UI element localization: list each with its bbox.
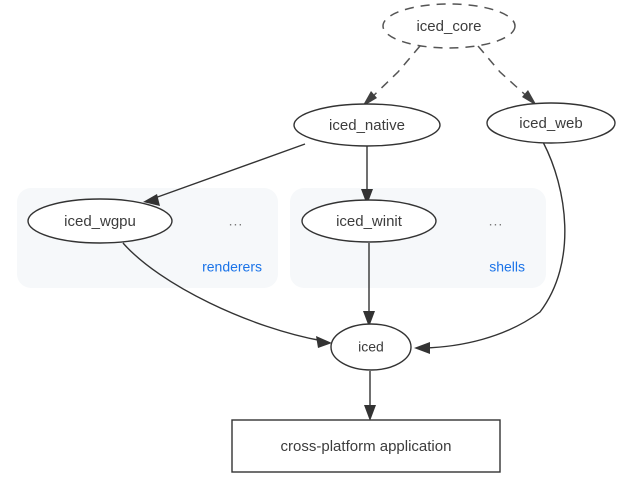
node-iced-native[interactable]: iced_native: [293, 103, 441, 147]
node-iced-core-label: iced_core: [416, 18, 481, 35]
group-renderers-ellipsis: ...: [229, 213, 244, 229]
node-iced[interactable]: iced: [330, 323, 412, 371]
edge-iced-native-to-iced-winit: [361, 146, 373, 205]
node-iced-web-shape[interactable]: [486, 102, 616, 144]
node-application[interactable]: cross-platform application: [231, 419, 501, 473]
node-iced-web[interactable]: iced_web: [486, 102, 616, 144]
node-iced-native-shape[interactable]: [293, 103, 441, 147]
edge-iced-to-application: [364, 371, 376, 421]
node-iced-native-label: iced_native: [329, 117, 405, 134]
node-iced-winit-label: iced_winit: [336, 213, 403, 230]
edge-iced-core-to-iced-native: [362, 45, 421, 107]
node-iced-wgpu[interactable]: iced_wgpu: [27, 198, 173, 244]
edge-iced-wgpu-to-iced: [122, 242, 332, 348]
node-iced-wgpu-label: iced_wgpu: [64, 213, 136, 230]
node-iced-shape[interactable]: [330, 323, 412, 371]
node-iced-label: iced: [358, 339, 384, 355]
node-iced-web-label: iced_web: [519, 115, 582, 132]
node-application-label: cross-platform application: [281, 438, 452, 455]
node-iced-wgpu-shape[interactable]: [27, 198, 173, 244]
group-renderers-label: renderers: [202, 259, 262, 275]
node-application-shape[interactable]: [231, 419, 501, 473]
edge-iced-web-to-iced: [414, 141, 566, 354]
node-iced-winit[interactable]: iced_winit: [301, 199, 437, 243]
edge-iced-winit-to-iced: [363, 243, 375, 327]
group-shells-label: shells: [489, 259, 525, 275]
node-iced-core-shape[interactable]: [382, 3, 516, 49]
node-iced-core[interactable]: iced_core: [382, 3, 516, 49]
edge-iced-core-to-iced-web: [477, 45, 537, 106]
group-shells-ellipsis: ...: [489, 213, 504, 229]
node-iced-winit-shape[interactable]: [301, 199, 437, 243]
edge-iced-native-to-iced-wgpu: [143, 143, 306, 206]
